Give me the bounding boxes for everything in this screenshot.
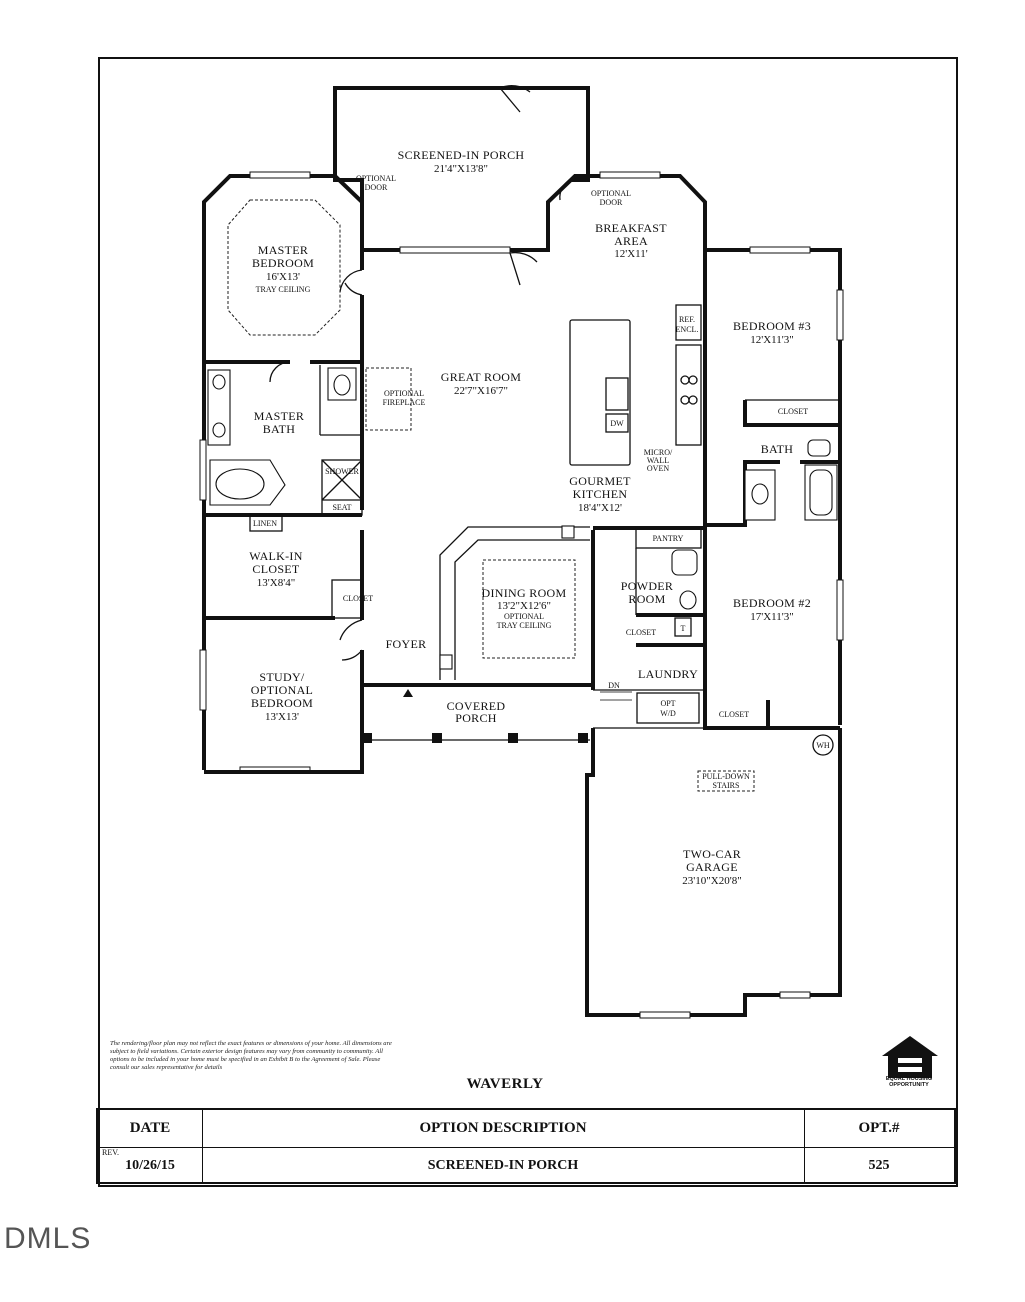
- breakfast-label-1: BREAKFAST: [595, 221, 667, 235]
- bedroom3-label: BEDROOM #3: [733, 319, 811, 333]
- optional-door-left-2: DOOR: [365, 183, 388, 192]
- option-description-value: SCREENED-IN PORCH: [202, 1147, 805, 1184]
- dn-label: DN: [608, 681, 620, 690]
- walkin-label-2: CLOSET: [252, 562, 300, 576]
- bedroom2-label: BEDROOM #2: [733, 596, 811, 610]
- bath-label: BATH: [761, 442, 794, 456]
- opt-wd-1: OPT: [660, 699, 675, 708]
- room-labels: SCREENED-IN PORCH 21'4"X13'8" OPTIONAL D…: [249, 148, 830, 887]
- garage-label-2: GARAGE: [686, 860, 738, 874]
- option-description-header: OPTION DESCRIPTION: [202, 1110, 805, 1147]
- opt-number-value: 525: [868, 1157, 890, 1173]
- walkin-dims: 13'X8'4": [257, 577, 295, 589]
- dining-dims: 13'2"X12'6": [497, 600, 551, 612]
- optional-door-right-1: OPTIONAL: [591, 189, 631, 198]
- fireplace-label-2: FIREPLACE: [383, 398, 426, 407]
- laundry-label: LAUNDRY: [638, 667, 698, 681]
- pulldown-label-2: STAIRS: [713, 781, 740, 790]
- master-bedroom-dims: 16'X13': [266, 271, 300, 283]
- ref-encl-2: ENCL.: [676, 325, 699, 334]
- fireplace-label-1: OPTIONAL: [384, 389, 424, 398]
- main-exterior-walls: [202, 174, 842, 770]
- opt-number-header: OPT.#: [858, 1120, 900, 1136]
- bedroom2-closet: CLOSET: [719, 710, 749, 719]
- seat-label: SEAT: [332, 503, 351, 512]
- micro-label-3: OVEN: [647, 464, 669, 473]
- rev-label: REV.: [102, 1148, 119, 1157]
- study-label-1: STUDY/: [259, 670, 305, 684]
- powder-label-1: POWDER: [621, 579, 673, 593]
- ref-encl-1: REF.: [679, 315, 695, 324]
- optional-door-left-1: OPTIONAL: [356, 174, 396, 183]
- opt-wd-2: W/D: [660, 709, 676, 718]
- plan-name: WAVERLY: [466, 1076, 544, 1092]
- study-dims: 13'X13': [265, 711, 299, 723]
- date-value: 10/26/15: [125, 1157, 175, 1173]
- micro-label-1: MICRO/: [644, 448, 673, 457]
- master-bedroom-label-2: BEDROOM: [252, 256, 314, 270]
- laundry-closet-label: CLOSET: [626, 628, 656, 637]
- floor-plan: [199, 85, 844, 1019]
- mls-watermark: DMLS: [4, 1222, 92, 1255]
- title-block: DATE OPTION DESCRIPTION OPT.# REV. 10/26…: [96, 1108, 956, 1184]
- kitchen-label-1: GOURMET: [569, 474, 631, 488]
- study-label-2: OPTIONAL: [251, 683, 313, 697]
- powder-label-2: ROOM: [628, 592, 665, 606]
- master-bath-label-2: BATH: [263, 422, 296, 436]
- dining-note-2: TRAY CEILING: [497, 621, 552, 630]
- master-bedroom-label-1: MASTER: [258, 243, 308, 257]
- covered-porch-label-1: COVERED: [447, 699, 506, 713]
- kitchen-label-2: KITCHEN: [573, 487, 628, 501]
- linen-label: LINEN: [253, 519, 277, 528]
- master-bath-label-1: MASTER: [254, 409, 304, 423]
- study-label-3: BEDROOM: [251, 696, 313, 710]
- micro-label-2: WALL: [647, 456, 669, 465]
- date-header: DATE: [98, 1110, 203, 1147]
- disclaimer-text: The rendering/floor plan may not reflect…: [110, 1040, 392, 1071]
- bedroom2-dims: 17'X11'3": [750, 611, 794, 623]
- kitchen-dims: 18'4"X12': [578, 502, 622, 514]
- t-label: T: [681, 624, 686, 633]
- dining-label: DINING ROOM: [482, 586, 567, 600]
- dw-label: DW: [610, 419, 624, 428]
- title-block-header-row: DATE OPTION DESCRIPTION OPT.#: [98, 1110, 954, 1148]
- master-bedroom-note: TRAY CEILING: [256, 285, 311, 294]
- covered-porch-label-2: PORCH: [455, 711, 497, 725]
- sheet-border: [98, 57, 958, 1187]
- great-room-label: GREAT ROOM: [441, 370, 521, 384]
- great-room-dims: 22'7"X16'7": [454, 385, 508, 397]
- equal-housing-icon: [882, 1036, 938, 1078]
- breakfast-dims: 12'X11': [614, 248, 648, 260]
- pulldown-label-1: PULL-DOWN: [702, 772, 750, 781]
- garage-dims: 23'10"X20'8": [682, 875, 741, 887]
- bedroom3-dims: 12'X11'3": [750, 334, 794, 346]
- eho-label: EQUAL HOUSING OPPORTUNITY: [885, 1076, 933, 1088]
- bedroom3-closet: CLOSET: [778, 407, 808, 416]
- walkin-label-1: WALK-IN: [249, 549, 302, 563]
- screened-porch-dims: 21'4"X13'8": [434, 163, 488, 175]
- dining-note-1: OPTIONAL: [504, 612, 544, 621]
- foyer-closet-label: CLOSET: [343, 594, 373, 603]
- title-block-value-row: REV. 10/26/15 SCREENED-IN PORCH 525: [98, 1147, 954, 1184]
- water-heater-label: WH: [816, 741, 830, 750]
- garage-label-1: TWO-CAR: [683, 847, 741, 861]
- screened-porch-label: SCREENED-IN PORCH: [398, 148, 525, 162]
- date-cell: REV. 10/26/15: [98, 1147, 203, 1184]
- shower-label: SHOWER: [325, 467, 359, 476]
- optional-door-right-2: DOOR: [600, 198, 623, 207]
- breakfast-label-2: AREA: [614, 234, 648, 248]
- pantry-label: PANTRY: [653, 534, 684, 543]
- foyer-label: FOYER: [386, 637, 427, 651]
